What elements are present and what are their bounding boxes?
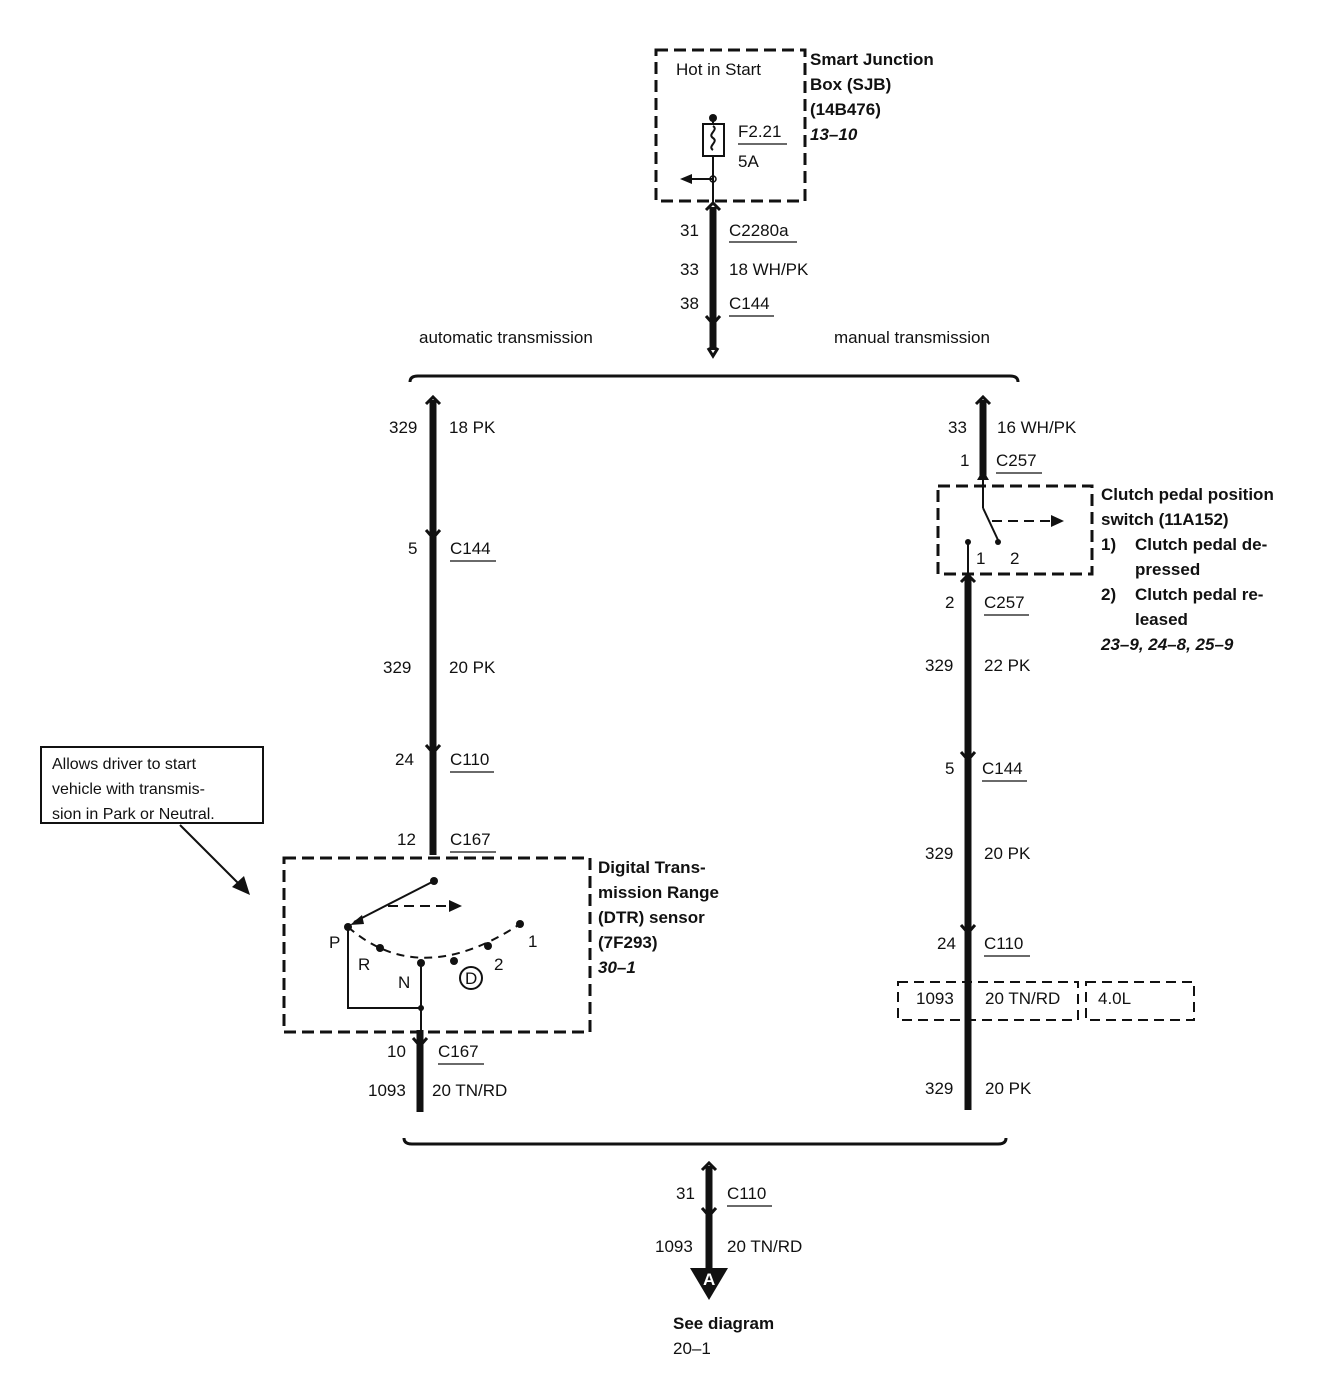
clutch-pos-1-line-2: pressed bbox=[1135, 560, 1200, 579]
manual-connector-2: C257 bbox=[984, 593, 1025, 612]
auto-connector-1: C144 bbox=[450, 539, 491, 558]
bottom-num-2: 1093 bbox=[655, 1237, 693, 1256]
bottom-connector-1: C110 bbox=[727, 1184, 766, 1203]
manual-wire-4: 20 TN/RD bbox=[985, 989, 1060, 1008]
sjb-title-line-2: Box (SJB) bbox=[810, 75, 891, 94]
top-feed-num-2: 33 bbox=[680, 260, 699, 279]
clutch-pos-1-num: 1) bbox=[1101, 535, 1116, 554]
auto-num-6: 10 bbox=[387, 1042, 406, 1061]
manual-num-2: 1 bbox=[960, 451, 969, 470]
top-branch-brace bbox=[408, 374, 1020, 383]
auto-branch-wire bbox=[411, 394, 442, 1112]
dtr-title-line-1: Digital Trans- bbox=[598, 858, 706, 877]
clutch-contact-1: 1 bbox=[976, 549, 985, 568]
dtr-title-line-3: (DTR) sensor bbox=[598, 908, 705, 927]
page-ref-see: See diagram bbox=[673, 1314, 774, 1333]
auto-connector-2: C110 bbox=[450, 750, 489, 769]
clutch-switch-box bbox=[936, 484, 1094, 576]
note-callout: Allows driver to start vehicle with tran… bbox=[40, 746, 264, 824]
dtr-pos-d: D bbox=[465, 969, 477, 988]
sjb-box bbox=[654, 48, 807, 203]
note-arrowhead-icon bbox=[232, 876, 250, 895]
dtr-pos-n: N bbox=[398, 973, 410, 992]
auto-connector-3: C167 bbox=[450, 830, 491, 849]
dtr-switch-icon bbox=[344, 877, 524, 1030]
sjb-ref: 13–10 bbox=[810, 125, 858, 144]
auto-num-1: 329 bbox=[389, 418, 417, 437]
fuse-id: F2.21 bbox=[738, 122, 781, 141]
auto-wire-3: 20 TN/RD bbox=[432, 1081, 507, 1100]
manual-num-5: 5 bbox=[945, 759, 954, 778]
dtr-sensor-box bbox=[282, 856, 592, 1034]
top-feed-connector-2: C144 bbox=[729, 294, 770, 313]
branch-label-automatic: automatic transmission bbox=[419, 328, 593, 347]
clutch-switch-icon bbox=[965, 507, 1064, 578]
dtr-pos-r: R bbox=[358, 955, 370, 974]
dtr-title-line-2: mission Range bbox=[598, 883, 719, 902]
manual-num-6: 329 bbox=[925, 844, 953, 863]
manual-connector-3: C144 bbox=[982, 759, 1023, 778]
bottom-feed-wire bbox=[700, 1160, 718, 1272]
bottom-num-1: 31 bbox=[676, 1184, 695, 1203]
top-feed-num-3: 38 bbox=[680, 294, 699, 313]
manual-connector-4: C110 bbox=[984, 934, 1023, 953]
note-line-1: Allows driver to start bbox=[52, 756, 197, 773]
note-line-2: vehicle with transmis- bbox=[52, 781, 205, 798]
manual-num-7: 24 bbox=[937, 934, 956, 953]
clutch-pos-2-line-2: leased bbox=[1135, 610, 1188, 629]
note-pointer bbox=[179, 824, 241, 886]
dtr-pos-2: 2 bbox=[494, 955, 503, 974]
clutch-ref: 23–9, 24–8, 25–9 bbox=[1100, 635, 1234, 654]
dtr-ref: 30–1 bbox=[598, 958, 636, 977]
auto-num-2: 5 bbox=[408, 539, 417, 558]
top-feed-num-1: 31 bbox=[680, 221, 699, 240]
option-wire-box bbox=[897, 981, 1079, 1021]
option-engine-box bbox=[1085, 981, 1195, 1021]
page-ref-page: 20–1 bbox=[673, 1339, 711, 1358]
clutch-contact-2: 2 bbox=[1010, 549, 1019, 568]
auto-wire-1: 18 PK bbox=[449, 418, 496, 437]
sjb-title-line-3: (14B476) bbox=[810, 100, 881, 119]
clutch-title-line-1: Clutch pedal position bbox=[1101, 485, 1274, 504]
auto-connector-4: C167 bbox=[438, 1042, 479, 1061]
auto-num-5: 12 bbox=[397, 830, 416, 849]
bottom-wire-1: 20 TN/RD bbox=[727, 1237, 802, 1256]
top-feed-wire bbox=[704, 200, 722, 359]
manual-wire-5: 20 PK bbox=[985, 1079, 1032, 1098]
sjb-title-line-1: Smart Junction bbox=[810, 50, 934, 69]
manual-num-3: 2 bbox=[945, 593, 954, 612]
auto-wire-2: 20 PK bbox=[449, 658, 496, 677]
manual-wire-3: 20 PK bbox=[984, 844, 1031, 863]
auto-num-4: 24 bbox=[395, 750, 414, 769]
manual-branch-wire bbox=[959, 394, 992, 1110]
dtr-pos-1: 1 bbox=[528, 932, 537, 951]
note-line-3: sion in Park or Neutral. bbox=[52, 806, 215, 823]
manual-wire-2: 22 PK bbox=[984, 656, 1031, 675]
fuse-rating: 5A bbox=[738, 152, 759, 171]
manual-num-8: 1093 bbox=[916, 989, 954, 1008]
auto-num-7: 1093 bbox=[368, 1081, 406, 1100]
top-feed-wire-1: 18 WH/PK bbox=[729, 260, 809, 279]
clutch-pos-2-num: 2) bbox=[1101, 585, 1116, 604]
top-feed-connector-1: C2280a bbox=[729, 221, 789, 240]
manual-num-4: 329 bbox=[925, 656, 953, 675]
dtr-title-line-4: (7F293) bbox=[598, 933, 658, 952]
manual-num-9: 329 bbox=[925, 1079, 953, 1098]
page-ref-letter: A bbox=[703, 1270, 715, 1289]
fuse-icon bbox=[680, 114, 725, 205]
manual-wire-1: 16 WH/PK bbox=[997, 418, 1077, 437]
dtr-pos-p: P bbox=[329, 933, 340, 952]
sjb-inner-label: Hot in Start bbox=[676, 60, 761, 79]
bottom-branch-brace bbox=[402, 1137, 1008, 1146]
clutch-pos-1-line-1: Clutch pedal de- bbox=[1135, 535, 1267, 554]
engine-option: 4.0L bbox=[1098, 989, 1131, 1008]
clutch-title-line-2: switch (11A152) bbox=[1101, 510, 1229, 529]
branch-label-manual: manual transmission bbox=[834, 328, 990, 347]
page-ref-arrow-icon bbox=[690, 1268, 728, 1300]
manual-num-1: 33 bbox=[948, 418, 967, 437]
auto-num-3: 329 bbox=[383, 658, 411, 677]
clutch-pos-2-line-1: Clutch pedal re- bbox=[1135, 585, 1263, 604]
manual-connector-1: C257 bbox=[996, 451, 1037, 470]
